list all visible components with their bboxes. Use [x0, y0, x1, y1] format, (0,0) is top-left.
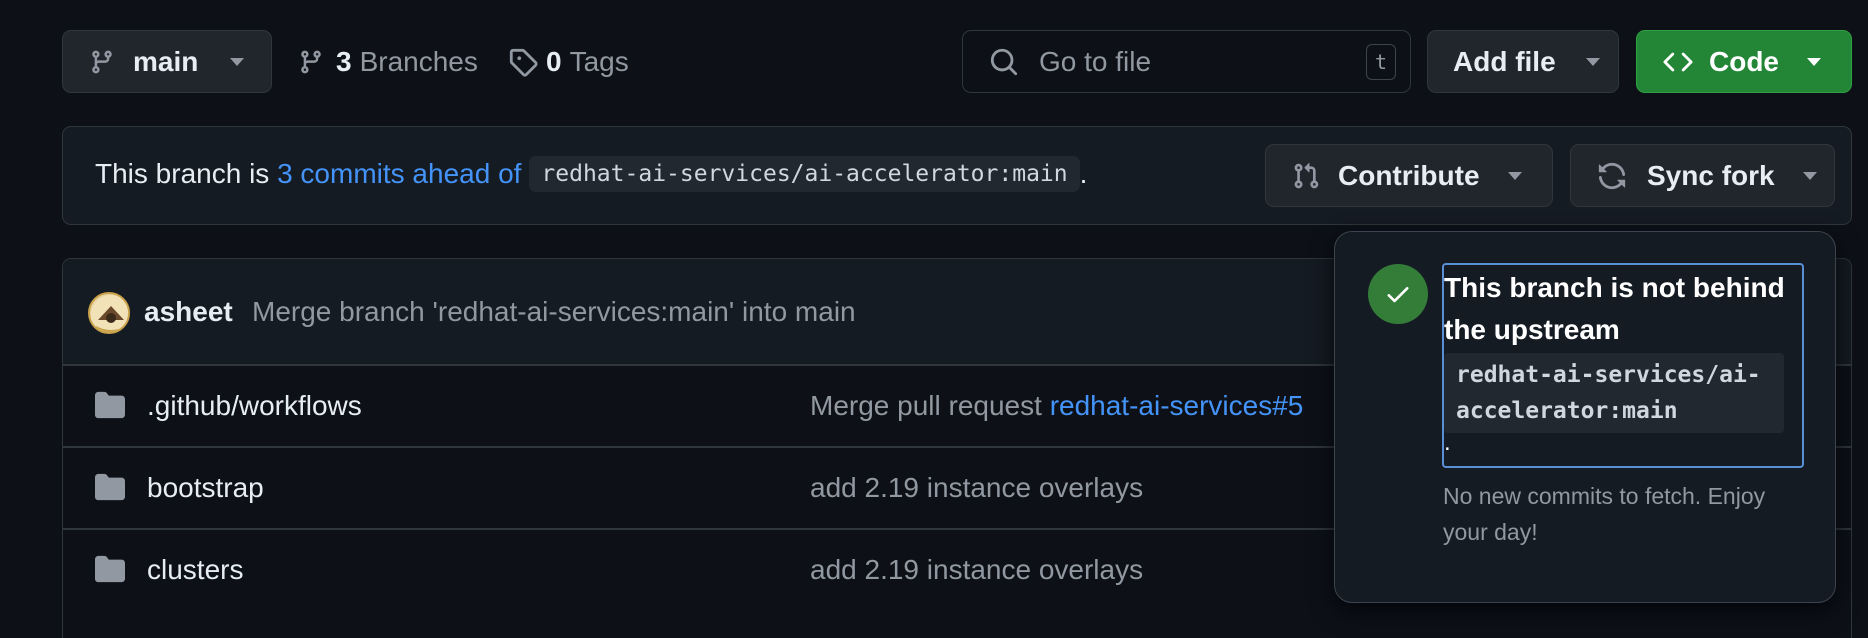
tags-link[interactable]: 0 Tags: [508, 30, 629, 93]
chevron-down-icon: [1507, 171, 1522, 180]
chevron-down-icon: [1585, 57, 1600, 66]
fork-status-text: This branch is 3 commits ahead of redhat…: [95, 156, 1087, 192]
avatar[interactable]: [88, 292, 130, 334]
tag-icon: [508, 47, 538, 77]
branch-selector-button[interactable]: main: [62, 30, 272, 93]
search-placeholder: Go to file: [1039, 45, 1152, 77]
commit-message[interactable]: add 2.19 instance overlays: [810, 554, 1144, 585]
folder-icon: [94, 472, 126, 502]
row-divider: [62, 446, 1852, 448]
commit-message: Merge pull request redhat-ai-services#5: [810, 390, 1303, 422]
popover-upstream-ref: redhat-ai-services/ai-accelerator:main: [1444, 353, 1784, 433]
file-name[interactable]: .github/workflows: [147, 390, 362, 421]
code-label: Code: [1709, 45, 1779, 77]
banner-prefix: This branch is: [95, 158, 278, 189]
branches-link[interactable]: 3 Branches: [298, 30, 478, 93]
row-divider: [62, 364, 1852, 366]
success-badge: [1368, 264, 1428, 324]
git-branch-icon: [89, 48, 115, 76]
banner-suffix: .: [1079, 158, 1088, 189]
sync-fork-label: Sync fork: [1647, 159, 1775, 191]
shortcut-key: t: [1366, 44, 1396, 80]
popover-title: This branch is not behind the upstream: [1444, 272, 1785, 345]
sync-fork-popover: This branch is not behind the upstream r…: [1334, 231, 1836, 603]
contribute-button[interactable]: Contribute: [1265, 144, 1553, 207]
code-icon: [1663, 47, 1693, 77]
add-file-label: Add file: [1453, 45, 1556, 77]
popover-note: No new commits to fetch. Enjoy your day!: [1443, 483, 1766, 545]
tags-label: Tags: [569, 45, 629, 77]
branch-name: main: [133, 45, 199, 77]
chevron-down-icon: [1802, 171, 1817, 180]
commit-message-prefix[interactable]: Merge pull request: [810, 390, 1050, 421]
popover-message-box: This branch is not behind the upstream r…: [1442, 263, 1804, 468]
folder-icon: [94, 554, 126, 584]
sync-icon: [1597, 161, 1627, 191]
tags-count: 0: [546, 45, 562, 77]
popover-period: .: [1444, 429, 1451, 456]
chevron-down-icon: [1807, 57, 1821, 66]
branches-label: Branches: [359, 45, 478, 77]
pull-request-link[interactable]: redhat-ai-services#5: [1049, 390, 1304, 421]
search-icon: [989, 47, 1019, 77]
go-to-file-input[interactable]: Go to file t: [962, 30, 1411, 93]
file-name[interactable]: bootstrap: [147, 472, 264, 503]
contribute-label: Contribute: [1338, 159, 1480, 191]
branches-count: 3: [336, 45, 352, 77]
fork-status-banner: This branch is 3 commits ahead of redhat…: [62, 126, 1852, 225]
file-name[interactable]: clusters: [147, 554, 244, 585]
commit-author[interactable]: asheet: [144, 296, 233, 327]
git-pull-request-icon: [1292, 161, 1320, 191]
row-divider: [62, 528, 1852, 530]
upstream-ref: redhat-ai-services/ai-accelerator:main: [529, 156, 1080, 192]
add-file-button[interactable]: Add file: [1427, 30, 1619, 93]
file-table: [62, 258, 1852, 638]
code-button[interactable]: Code: [1636, 30, 1852, 93]
sync-fork-button[interactable]: Sync fork: [1570, 144, 1835, 207]
commit-message[interactable]: Merge branch 'redhat-ai-services:main' i…: [252, 296, 856, 327]
check-icon: [1384, 280, 1412, 308]
git-branch-icon: [298, 48, 324, 76]
commit-message[interactable]: add 2.19 instance overlays: [810, 472, 1144, 503]
chevron-down-icon: [230, 57, 245, 66]
folder-icon: [94, 390, 126, 420]
commits-ahead-link[interactable]: 3 commits ahead of: [277, 158, 522, 189]
